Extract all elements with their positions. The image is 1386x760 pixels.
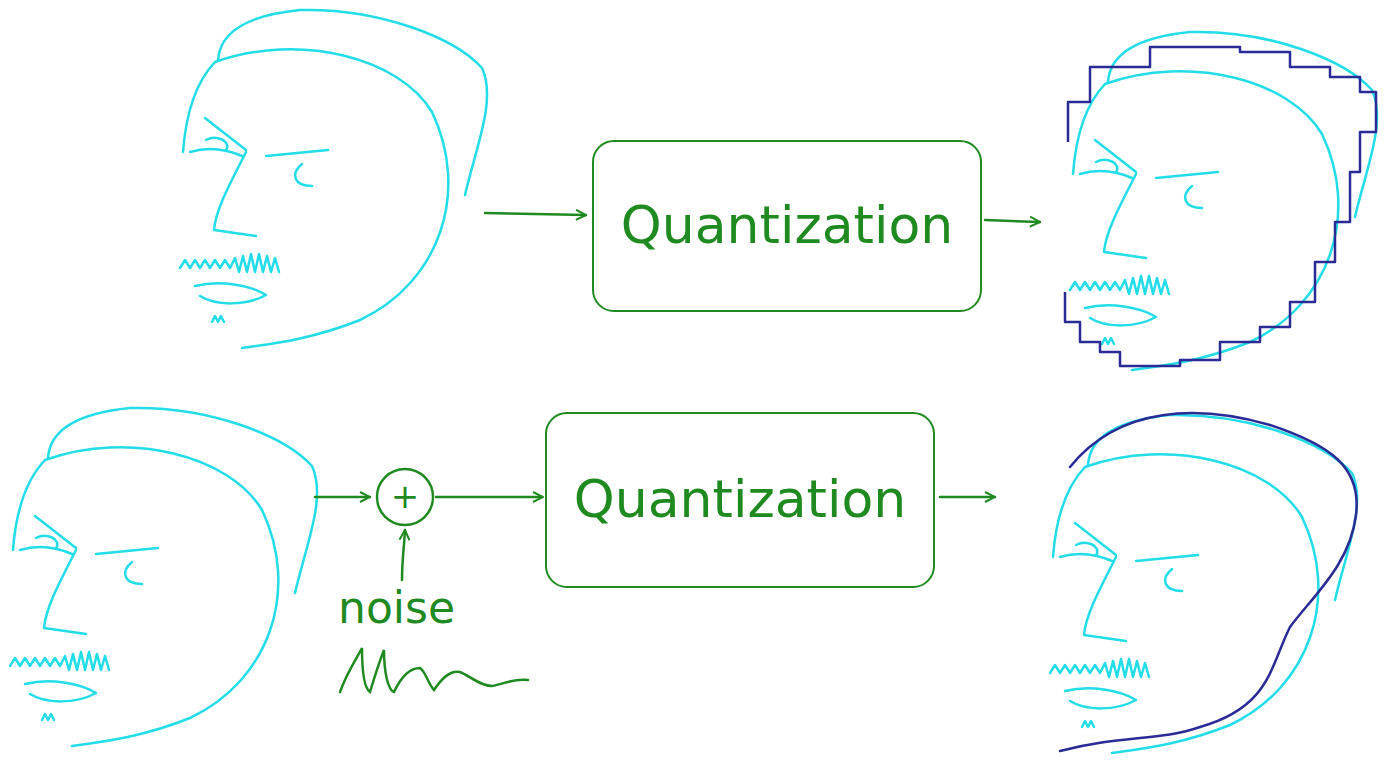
summing-junction: + <box>375 467 435 527</box>
noise-waveform <box>340 648 528 692</box>
quantized-outline <box>1065 47 1376 366</box>
dithered-outline <box>1060 413 1357 751</box>
operator-symbol: + <box>391 478 420 515</box>
process-box: Quantization <box>592 140 982 312</box>
circle-outline <box>377 469 433 525</box>
output-face <box>1050 415 1357 753</box>
output-face <box>1070 32 1377 370</box>
input-arrow <box>485 213 586 215</box>
output-arrow <box>985 220 1040 222</box>
input-face <box>180 10 487 348</box>
signal-label: noise <box>334 584 459 632</box>
box-label: Quantization <box>621 197 953 254</box>
process-box: Quantization <box>545 412 935 588</box>
input-face <box>10 408 317 746</box>
box-label: Quantization <box>574 471 906 528</box>
input-arrow <box>315 496 370 499</box>
signal-arrow <box>435 496 543 499</box>
output-arrow <box>940 496 995 499</box>
noise-arrow <box>402 530 405 580</box>
